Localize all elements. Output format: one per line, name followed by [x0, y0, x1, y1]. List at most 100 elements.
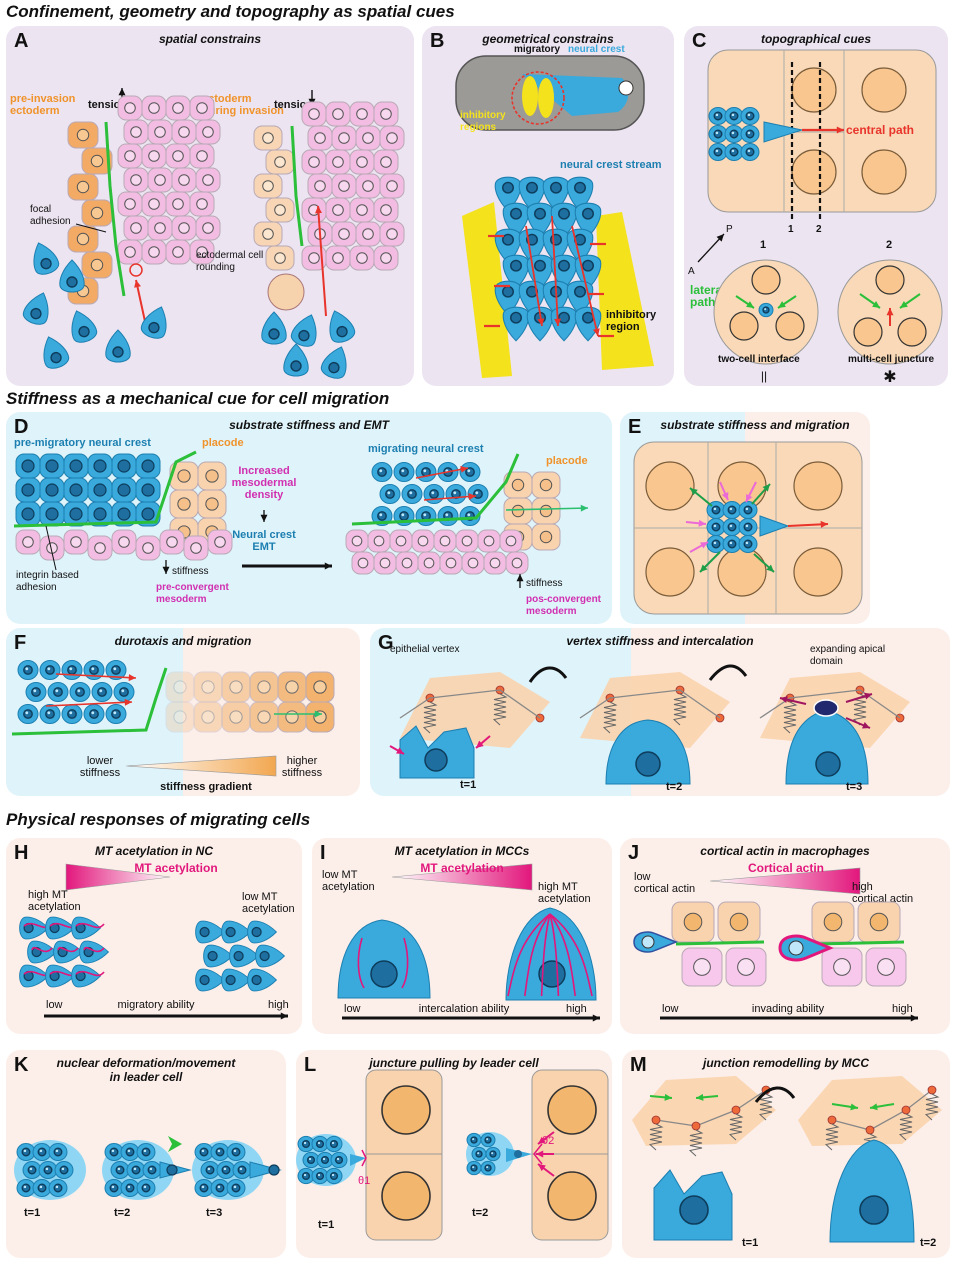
nucleus [90, 154, 104, 168]
mesoderm-cell [117, 239, 143, 265]
nucleus [21, 483, 35, 497]
mesoderm-cell [123, 167, 149, 193]
nucleus [148, 246, 160, 258]
nucleus [727, 505, 737, 515]
nucleus [119, 687, 129, 697]
nucleus [199, 974, 210, 986]
label-line: t=2 [920, 1237, 936, 1249]
neural-crest-cell [136, 1142, 156, 1162]
nucleus [141, 507, 155, 521]
neural-crest-cell [708, 142, 728, 162]
nucleus [470, 1164, 478, 1172]
nucleus [75, 687, 85, 697]
migrating-crest-cell [71, 310, 98, 343]
microtubule [549, 913, 593, 997]
epithelial-sheet [580, 672, 730, 748]
label-line: high [268, 999, 289, 1011]
neural-crest-cell [22, 1160, 42, 1180]
neural-crest-cell [105, 660, 127, 680]
label-line: integrin based [16, 570, 79, 581]
nucleus-highlight [207, 1167, 211, 1171]
adhesion-line [13, 450, 197, 528]
nucleus-highlight [431, 491, 435, 495]
nucleus [308, 252, 320, 264]
process-arrow [242, 562, 332, 570]
migrating-crest-cell [566, 228, 594, 264]
neural-crest-cell [724, 106, 744, 126]
mesoderm-cell [117, 191, 143, 217]
label: 1 [788, 224, 794, 235]
direction-arrowhead [168, 1136, 182, 1152]
label-line: neural crest stream [560, 159, 662, 171]
nucleus-highlight [91, 667, 95, 671]
microtubule [549, 913, 560, 997]
migrating-crest-cell [494, 228, 522, 264]
ectoderm-cell [67, 225, 99, 253]
migrating-crest-cell [221, 968, 252, 992]
label-line: path [690, 295, 715, 309]
neural-crest-cell [302, 1151, 320, 1169]
nucleus [23, 665, 33, 675]
nucleus-highlight [486, 1138, 489, 1141]
label-line: rounding [196, 262, 235, 273]
two-cell-symbol: || [761, 369, 767, 383]
nucleus [115, 1165, 125, 1175]
force-arrow [389, 745, 405, 755]
neural-crest-cell [48, 1142, 68, 1162]
arrow-head [690, 488, 698, 496]
arrow-head [762, 484, 770, 492]
nucleus [357, 557, 369, 569]
nucleus [679, 1195, 709, 1225]
nucleus [683, 912, 703, 932]
nucleus-highlight [731, 149, 735, 153]
nucleus [465, 467, 475, 477]
nucleus [130, 222, 142, 234]
nucleus [356, 204, 368, 216]
nucleus [21, 459, 35, 473]
cell-body [526, 254, 554, 290]
mesoderm-cell [117, 143, 143, 169]
nucleus [262, 132, 274, 144]
nucleus-highlight [201, 1185, 205, 1189]
label: t=2 [114, 1207, 130, 1219]
transition-arrow-2 [708, 664, 748, 681]
mesoderm-cell [301, 197, 327, 223]
nucleus-highlight [331, 1141, 335, 1145]
label: 2 [886, 239, 892, 251]
nucleus [89, 665, 99, 675]
neural-crest-cell [738, 517, 758, 537]
nucleus [336, 325, 348, 338]
epithelial-nucleus [791, 149, 837, 195]
nucleus [380, 108, 392, 120]
nucleus [467, 557, 479, 569]
stiff-tissue-cell [305, 701, 335, 733]
label-line: high [852, 881, 873, 893]
nucleus [37, 1183, 47, 1193]
remodel-arrow [869, 1103, 895, 1111]
nucleus [154, 222, 166, 234]
nucleus [332, 108, 344, 120]
label: t=1 [460, 779, 476, 791]
epithelial-nucleus [645, 461, 695, 511]
label: Cortical actin [748, 861, 824, 875]
nucleus-highlight [69, 667, 73, 671]
nucleus [78, 325, 90, 338]
panel-letter: B [430, 30, 445, 52]
nucleus [229, 710, 243, 724]
migrating-crest-cell [502, 202, 530, 238]
nucleus [45, 483, 59, 497]
nucleus [370, 960, 398, 988]
migrating-crest-cell [71, 916, 102, 940]
nucleus [745, 147, 755, 157]
nucleus [445, 557, 457, 569]
mesoderm-cell [307, 125, 333, 151]
nucleus [380, 252, 392, 264]
neural-crest-cell [16, 1178, 36, 1198]
nucleus-highlight [475, 491, 479, 495]
panel-title: spatial constrains [158, 32, 262, 46]
nucleus [53, 1147, 63, 1157]
nucleus [196, 246, 208, 258]
nucleus [351, 535, 363, 547]
cell-body [165, 701, 195, 733]
